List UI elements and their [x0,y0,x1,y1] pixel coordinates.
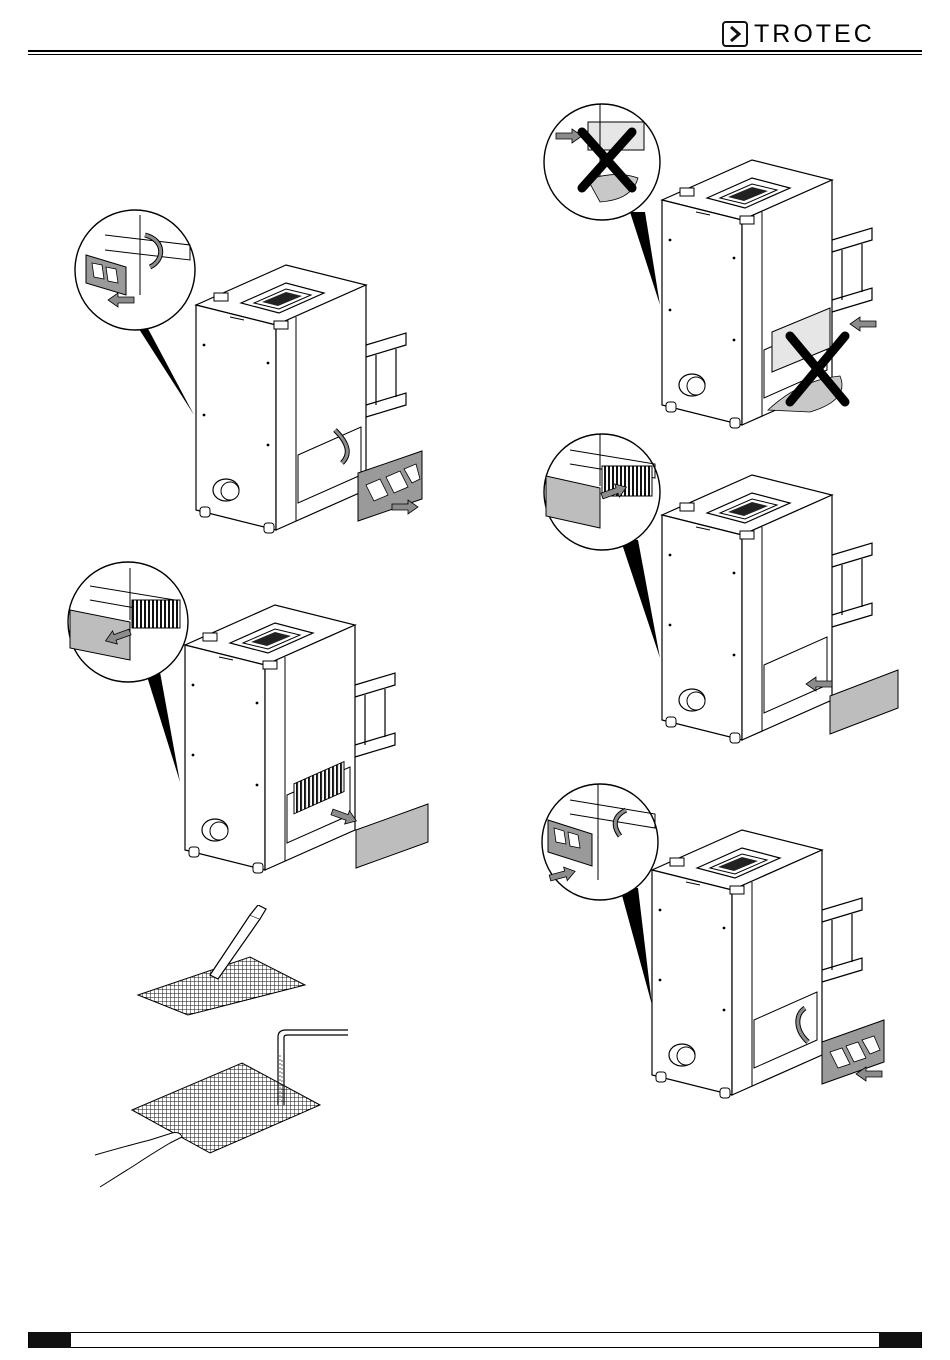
header-rule [28,50,922,52]
grid-wash [95,1030,348,1187]
brand-logo: TROTEC [722,20,922,48]
figure-clean-grid [90,905,360,1195]
figure-reinstall-grille [540,780,890,1110]
grid-vacuum [138,905,305,1015]
figure-remove-grille [70,205,450,540]
header-rule-thin [28,54,922,55]
figure-remove-filter [60,560,450,890]
page-footer [28,1332,922,1348]
footer-block-left [29,1332,71,1348]
figure-incorrect-insertion [540,100,890,430]
chevron-right-icon [722,21,748,47]
figure-insert-filter [540,430,900,760]
brand-name: TROTEC [754,21,875,47]
page-header: TROTEC [0,0,950,60]
footer-block-right [879,1332,921,1348]
